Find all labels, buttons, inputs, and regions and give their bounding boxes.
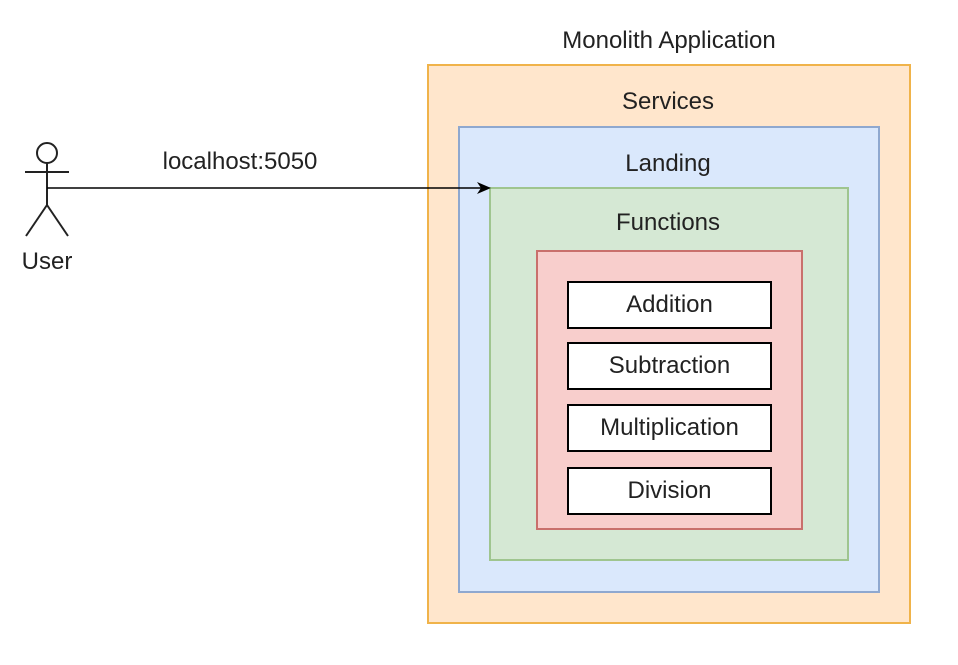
function-subtraction-label: Subtraction	[608, 352, 731, 379]
connector-label: localhost:5050	[162, 148, 318, 175]
function-division: Division	[567, 467, 772, 515]
arrowhead-icon	[477, 182, 491, 194]
function-addition-label: Addition	[626, 291, 713, 318]
function-multiplication-label: Multiplication	[600, 414, 739, 441]
monolith-title: Monolith Application	[562, 27, 776, 54]
actor-label: User	[21, 248, 73, 275]
functions-title: Functions	[615, 209, 721, 236]
function-subtraction: Subtraction	[567, 342, 772, 390]
landing-title: Landing	[625, 150, 711, 177]
stick-figure-icon	[25, 142, 69, 237]
services-title: Services	[621, 88, 715, 115]
function-addition: Addition	[567, 281, 772, 329]
connector-arrow	[47, 182, 491, 194]
function-division-label: Division	[627, 477, 712, 504]
function-multiplication: Multiplication	[567, 404, 772, 452]
